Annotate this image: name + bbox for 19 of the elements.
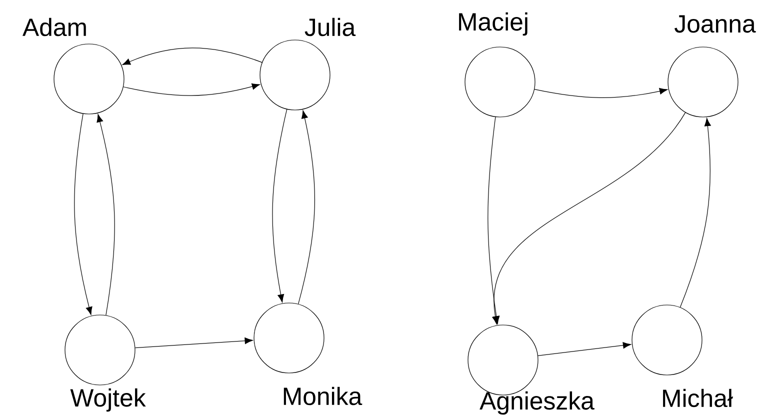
node-label: Agnieszka	[480, 391, 594, 415]
arrow	[134, 338, 253, 348]
node-label: Julia	[304, 18, 356, 36]
arrow	[123, 83, 260, 96]
node-label: Michał	[663, 388, 733, 408]
node-label: Adam	[22, 18, 86, 36]
arrow	[492, 112, 686, 324]
arrow	[122, 48, 262, 65]
node-label: Maciej	[459, 12, 528, 36]
node-label: Wojtek	[70, 388, 146, 412]
node-label: Monika	[284, 386, 362, 406]
arrow	[538, 342, 632, 356]
arrow	[74, 114, 92, 315]
arrow	[298, 110, 315, 304]
arrow	[96, 114, 115, 316]
arrow	[680, 118, 711, 308]
node-label: Joanna	[674, 15, 756, 33]
arrow	[534, 88, 668, 98]
arrow	[272, 109, 288, 302]
